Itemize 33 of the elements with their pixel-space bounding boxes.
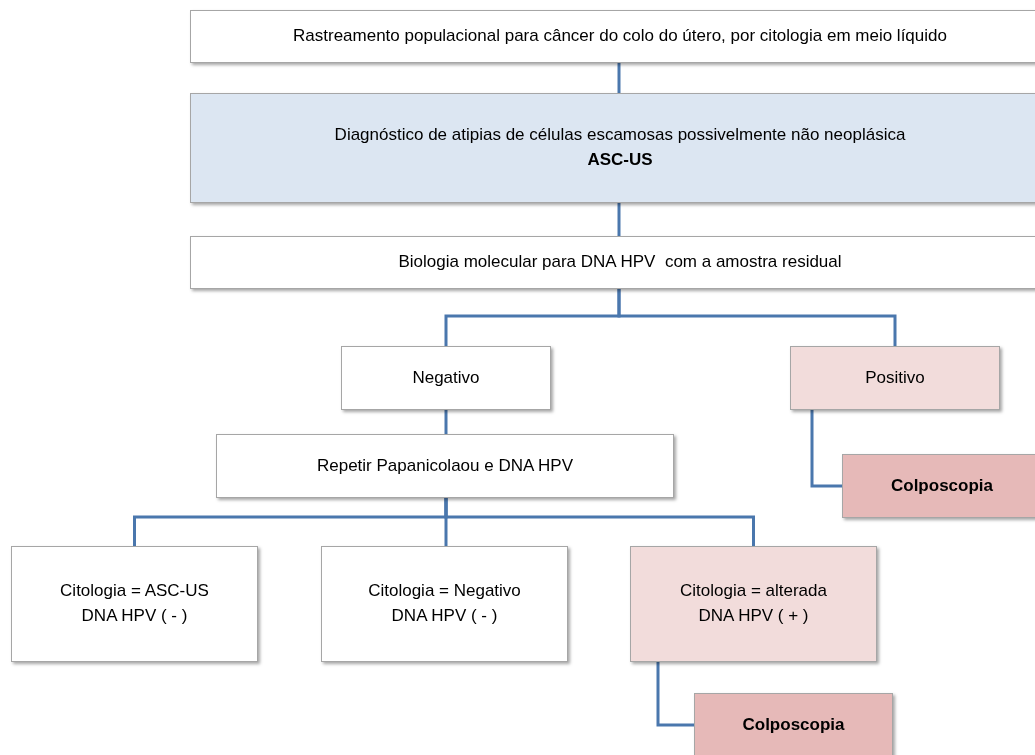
process-box: [190, 236, 1035, 289]
box-text: Citologia = alterada: [680, 580, 827, 603]
connector-line: [810, 410, 842, 488]
process-box: [790, 346, 1000, 410]
process-box: [321, 546, 568, 662]
box-text: Repetir Papanicolaou e DNA HPV: [316, 454, 574, 477]
box-text: Citologia = ASC-US: [60, 580, 209, 603]
box-subtext: DNA HPV ( - ): [391, 605, 498, 627]
process-box: [842, 454, 1035, 518]
connector-line: [617, 289, 897, 346]
box-subtext: DNA HPV ( + ): [698, 605, 809, 627]
box-text: Rastreamento populacional para câncer do colo do útero, por citologia em meio líquido: [293, 25, 947, 48]
connector-line: [617, 203, 621, 236]
process-box: [11, 546, 258, 662]
process-box: [190, 93, 1035, 203]
process-box: [341, 346, 551, 410]
connector-line: [656, 662, 694, 727]
process-box: [190, 10, 1035, 63]
box-text: Diagnóstico de atipias de células escamosas possivelmente não neoplásica: [334, 124, 906, 147]
box-text: Colposcopia: [891, 474, 993, 497]
connector-line: [444, 498, 755, 546]
box-subtext: DNA HPV ( - ): [81, 605, 188, 627]
process-box: [630, 546, 877, 662]
box-text: Biologia molecular para DNA HPV com a amostra residual: [398, 251, 842, 274]
connector-line: [617, 63, 621, 93]
box-subtext: ASC-US: [587, 149, 653, 171]
box-text: Positivo: [865, 366, 925, 389]
connector-line: [444, 410, 448, 434]
box-text: Citologia = Negativo: [368, 580, 521, 603]
box-text: Colposcopia: [742, 713, 845, 736]
process-box: [216, 434, 674, 498]
process-box: [694, 693, 893, 755]
box-text: Negativo: [412, 366, 480, 389]
